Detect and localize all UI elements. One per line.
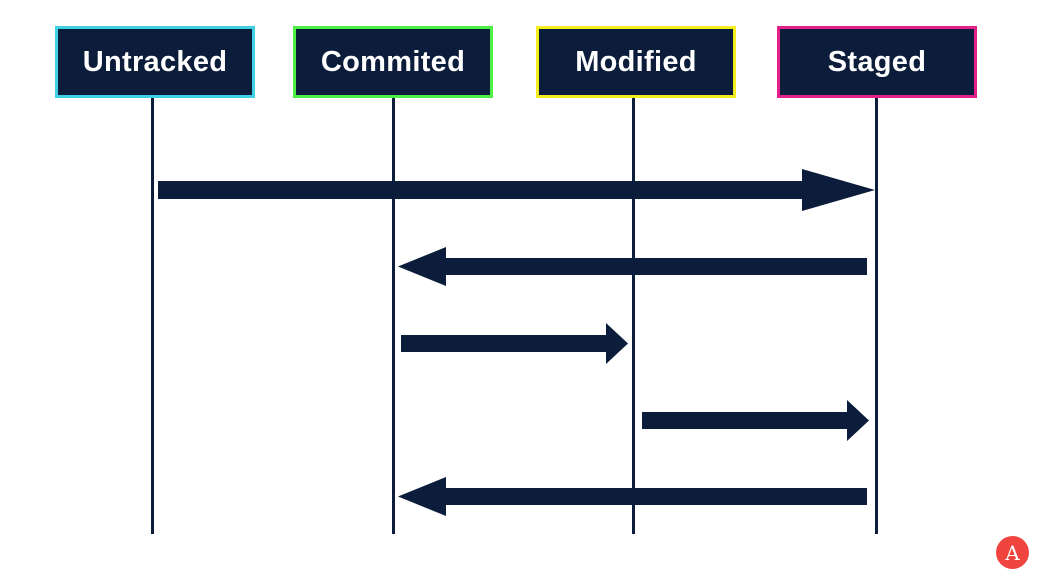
arrow-commited-to-modified — [401, 323, 628, 364]
state-box-untracked: Untracked — [55, 26, 255, 98]
state-label-untracked: Untracked — [82, 45, 228, 78]
arrow-modified-to-staged — [642, 400, 869, 441]
state-box-modified: Modified — [536, 26, 736, 98]
state-label-staged: Staged — [827, 45, 927, 78]
state-label-commited: Commited — [320, 45, 466, 78]
state-box-staged: Staged — [777, 26, 977, 98]
arrow-untracked-to-staged — [158, 169, 875, 211]
arrow-staged-to-commited — [398, 247, 867, 286]
state-label-modified: Modified — [575, 45, 697, 78]
state-box-commited: Commited — [293, 26, 493, 98]
lifeline-commited — [392, 98, 395, 534]
lifeline-untracked — [151, 98, 154, 534]
brand-logo-icon: A — [996, 536, 1029, 569]
brand-logo-glyph: A — [1005, 540, 1020, 565]
lifeline-staged — [875, 98, 878, 534]
arrow-staged-to-commited-2 — [398, 477, 867, 516]
lifeline-modified — [632, 98, 635, 534]
